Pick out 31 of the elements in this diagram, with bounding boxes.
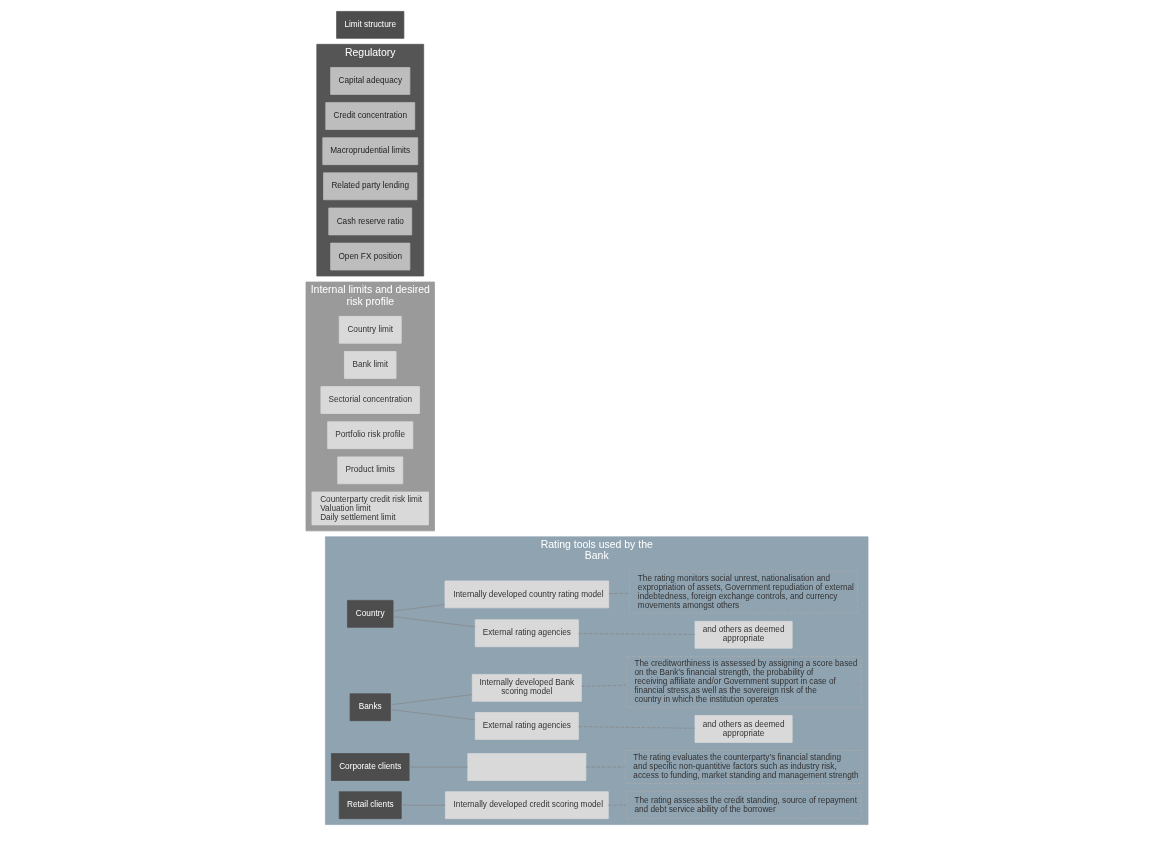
node-box: The rating evaluates the counterparty’s financial standing and specific non-quantitive factors such as industry risk, access to funding, market standing and management strength <box>624 750 863 784</box>
node-box: Banks <box>349 693 391 722</box>
node-box: Counterparty credit risk limit Valuation limit Daily settlement limit <box>311 491 429 526</box>
node-box: Sectorial concentration <box>320 386 420 414</box>
node-box: External rating agencies <box>474 619 579 648</box>
node-box: Open FX position <box>330 242 411 271</box>
connector <box>390 709 476 721</box>
node-box: Macroprudential limits <box>322 137 419 165</box>
node-box: and others as deemed appropriate <box>694 620 793 649</box>
node-box: Bank limit <box>344 351 397 379</box>
connector <box>392 604 446 612</box>
node-box: External rating agencies <box>474 712 579 740</box>
node-box: Capital adequacy <box>330 67 411 95</box>
node-box: Cash reserve ratio <box>328 207 413 236</box>
node-box: Country limit <box>338 316 402 344</box>
connector <box>392 616 476 628</box>
node-box: Retail clients <box>338 791 402 819</box>
node-box: Credit concentration <box>325 102 416 130</box>
node-box: Internally developed Bank scoring model <box>471 674 582 702</box>
node-box: Country <box>347 600 394 628</box>
node-box: Related party lending <box>323 172 418 201</box>
node-box: Internally developed credit scoring model <box>445 791 609 819</box>
node-box: and others as deemed appropriate <box>694 715 793 743</box>
node-box: The rating monitors social unrest, nationalisation and expropriation of assets, Government repudiation of external indebtedness, foreign exchange controls, and currency movements amongst others <box>629 570 858 614</box>
node-box: Corporate clients <box>331 753 410 781</box>
connector <box>390 694 473 706</box>
node-box: Product limits <box>337 456 404 485</box>
node-box: Portfolio risk profile <box>327 421 414 450</box>
node-box <box>467 753 587 781</box>
node-box: Internally developed country rating model <box>444 580 610 609</box>
node-box: Limit structure <box>336 11 405 39</box>
